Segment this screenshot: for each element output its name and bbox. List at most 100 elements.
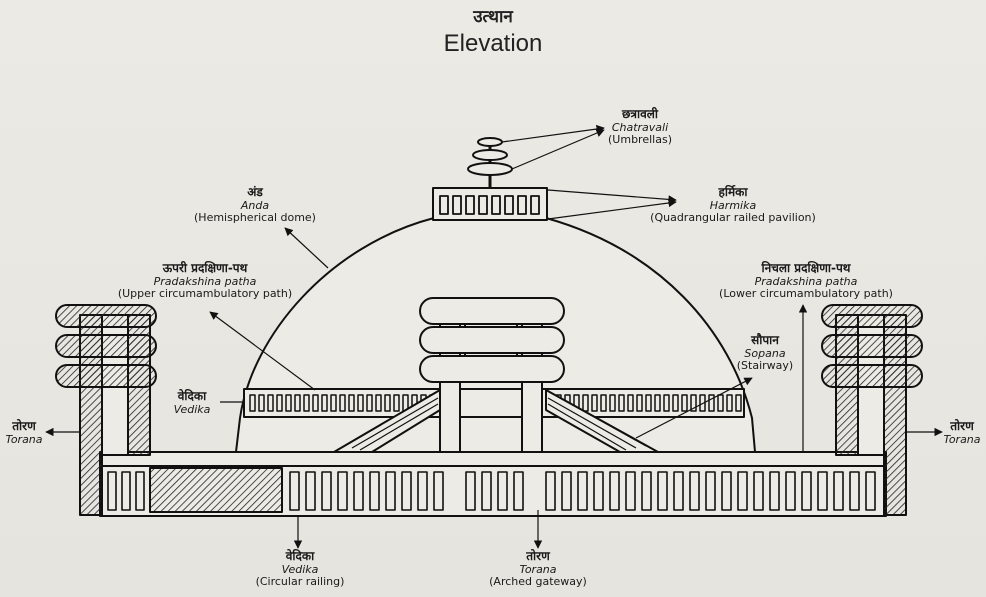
title-hindi: उत्थान xyxy=(473,7,513,27)
upper-railing-post xyxy=(690,394,697,412)
sopana-transliteration: Sopana xyxy=(744,346,786,360)
upper-railing-post xyxy=(393,394,400,412)
lower-railing-post xyxy=(513,471,524,511)
upper-path-transliteration: Pradakshina patha xyxy=(153,274,257,288)
harmika-hindi: हर्मिका xyxy=(718,185,748,199)
lower-railing-post xyxy=(417,471,428,511)
lower-railing-post xyxy=(545,471,556,511)
label-anda: अंड Anda (Hemispherical dome) xyxy=(180,185,330,225)
upper-path-english: (Upper circumambulatory path) xyxy=(117,287,293,301)
upper-railing-post xyxy=(321,394,328,412)
lower-railing-post xyxy=(593,471,604,511)
lower-railing-post xyxy=(121,471,131,511)
upper-railing-post xyxy=(591,394,598,412)
upper-railing-post xyxy=(672,394,679,412)
lower-railing-post xyxy=(305,471,316,511)
chatravali-transliteration: Chatravali xyxy=(611,120,669,134)
chatravali-english: (Umbrellas) xyxy=(608,133,672,147)
upper-railing-post xyxy=(267,394,274,412)
lower-railing-post xyxy=(107,471,117,511)
harmika-transliteration: Harmika xyxy=(709,198,757,212)
torana-left-transliteration: Torana xyxy=(5,432,43,446)
lower-path-english: (Lower circumambulatory path) xyxy=(719,287,893,301)
lower-railing-post xyxy=(337,471,348,511)
label-lower-path: निचला प्रदक्षिणा-पथ Pradakshina patha (L… xyxy=(716,261,896,301)
lower-railing-post xyxy=(321,471,332,511)
upper-railing-post xyxy=(285,394,292,412)
upper-railing-post xyxy=(249,394,256,412)
lower-railing-post xyxy=(353,471,364,511)
leader-chatravali-2 xyxy=(511,129,605,170)
harmika-railing xyxy=(439,195,540,215)
lower-railing-post xyxy=(657,471,668,511)
lower-railing-post xyxy=(641,471,652,511)
anda-transliteration: Anda xyxy=(240,198,270,212)
label-torana-left: तोरण Torana xyxy=(2,419,46,446)
upper-railing-post xyxy=(627,394,634,412)
lower-railing-post xyxy=(689,471,700,511)
vedika-upper-transliteration: Vedika xyxy=(173,402,211,416)
harmika-pavilion xyxy=(432,187,548,221)
upper-path-hindi: ऊपरी प्रदक्षिणा-पथ xyxy=(162,261,248,275)
lower-railing-post xyxy=(577,471,588,511)
upper-railing-post xyxy=(276,394,283,412)
upper-railing-post xyxy=(609,394,616,412)
lower-railing-post xyxy=(289,471,300,511)
label-harmika: हर्मिका Harmika (Quadrangular railed pav… xyxy=(648,185,818,225)
upper-railing-post xyxy=(258,394,265,412)
lower-railing-post xyxy=(753,471,764,511)
upper-railing-post xyxy=(645,394,652,412)
lower-railing-post xyxy=(561,471,572,511)
leader-harmika-2 xyxy=(547,198,677,220)
lower-railing-post xyxy=(609,471,620,511)
lower-railing-post xyxy=(817,471,828,511)
vedika-lower-english: (Circular railing) xyxy=(255,575,345,589)
leader-anda xyxy=(284,227,329,269)
sopana-hindi: सौपान xyxy=(751,333,779,347)
upper-railing-post xyxy=(339,394,346,412)
lower-path-transliteration: Pradakshina patha xyxy=(754,274,858,288)
label-torana-center: तोरण Torana (Arched gateway) xyxy=(488,549,588,589)
lower-railing-post xyxy=(625,471,636,511)
sopana-english: (Stairway) xyxy=(736,359,794,373)
lower-railing-post xyxy=(465,471,476,511)
vedika-hatched-section xyxy=(149,467,283,513)
upper-railing-post xyxy=(330,394,337,412)
anda-english: (Hemispherical dome) xyxy=(194,211,316,225)
upper-railing-post xyxy=(366,394,373,412)
left-torana xyxy=(55,304,157,516)
torana-center-english: (Arched gateway) xyxy=(489,575,587,589)
upper-railing-post xyxy=(735,394,742,412)
upper-railing-post xyxy=(375,394,382,412)
lower-railing-post xyxy=(849,471,860,511)
upper-railing-post xyxy=(348,394,355,412)
upper-railing-post xyxy=(384,394,391,412)
vedika-upper-hindi: वेदिका xyxy=(177,389,207,403)
label-chatravali: छत्रावली Chatravali (Umbrellas) xyxy=(600,107,680,147)
torana-left-hindi: तोरण xyxy=(12,419,36,433)
upper-railing-post xyxy=(699,394,706,412)
label-vedika-lower: वेदिका Vedika (Circular railing) xyxy=(250,549,350,589)
label-upper-path: ऊपरी प्रदक्षिणा-पथ Pradakshina patha (Up… xyxy=(110,261,300,301)
upper-railing-post xyxy=(294,394,301,412)
upper-railing-post xyxy=(312,394,319,412)
lower-path-hindi: निचला प्रदक्षिणा-पथ xyxy=(761,261,851,275)
lower-railing-post xyxy=(721,471,732,511)
lower-railing-post xyxy=(369,471,380,511)
lower-railing-post xyxy=(705,471,716,511)
leader-sopana xyxy=(635,377,753,439)
lower-railing-post xyxy=(433,471,444,511)
chatravali-umbrellas xyxy=(467,137,513,188)
upper-railing-post xyxy=(708,394,715,412)
leader-chatravali-1 xyxy=(501,124,605,143)
lower-railing-post xyxy=(737,471,748,511)
upper-railing-post xyxy=(636,394,643,412)
lower-railing-post xyxy=(785,471,796,511)
lower-railing-post xyxy=(673,471,684,511)
title-english: Elevation xyxy=(443,30,543,57)
upper-railing-post xyxy=(681,394,688,412)
anda-hindi: अंड xyxy=(247,185,263,199)
lower-railing-post xyxy=(401,471,412,511)
label-torana-right: तोरण Torana xyxy=(940,419,984,446)
lower-railing-post xyxy=(769,471,780,511)
